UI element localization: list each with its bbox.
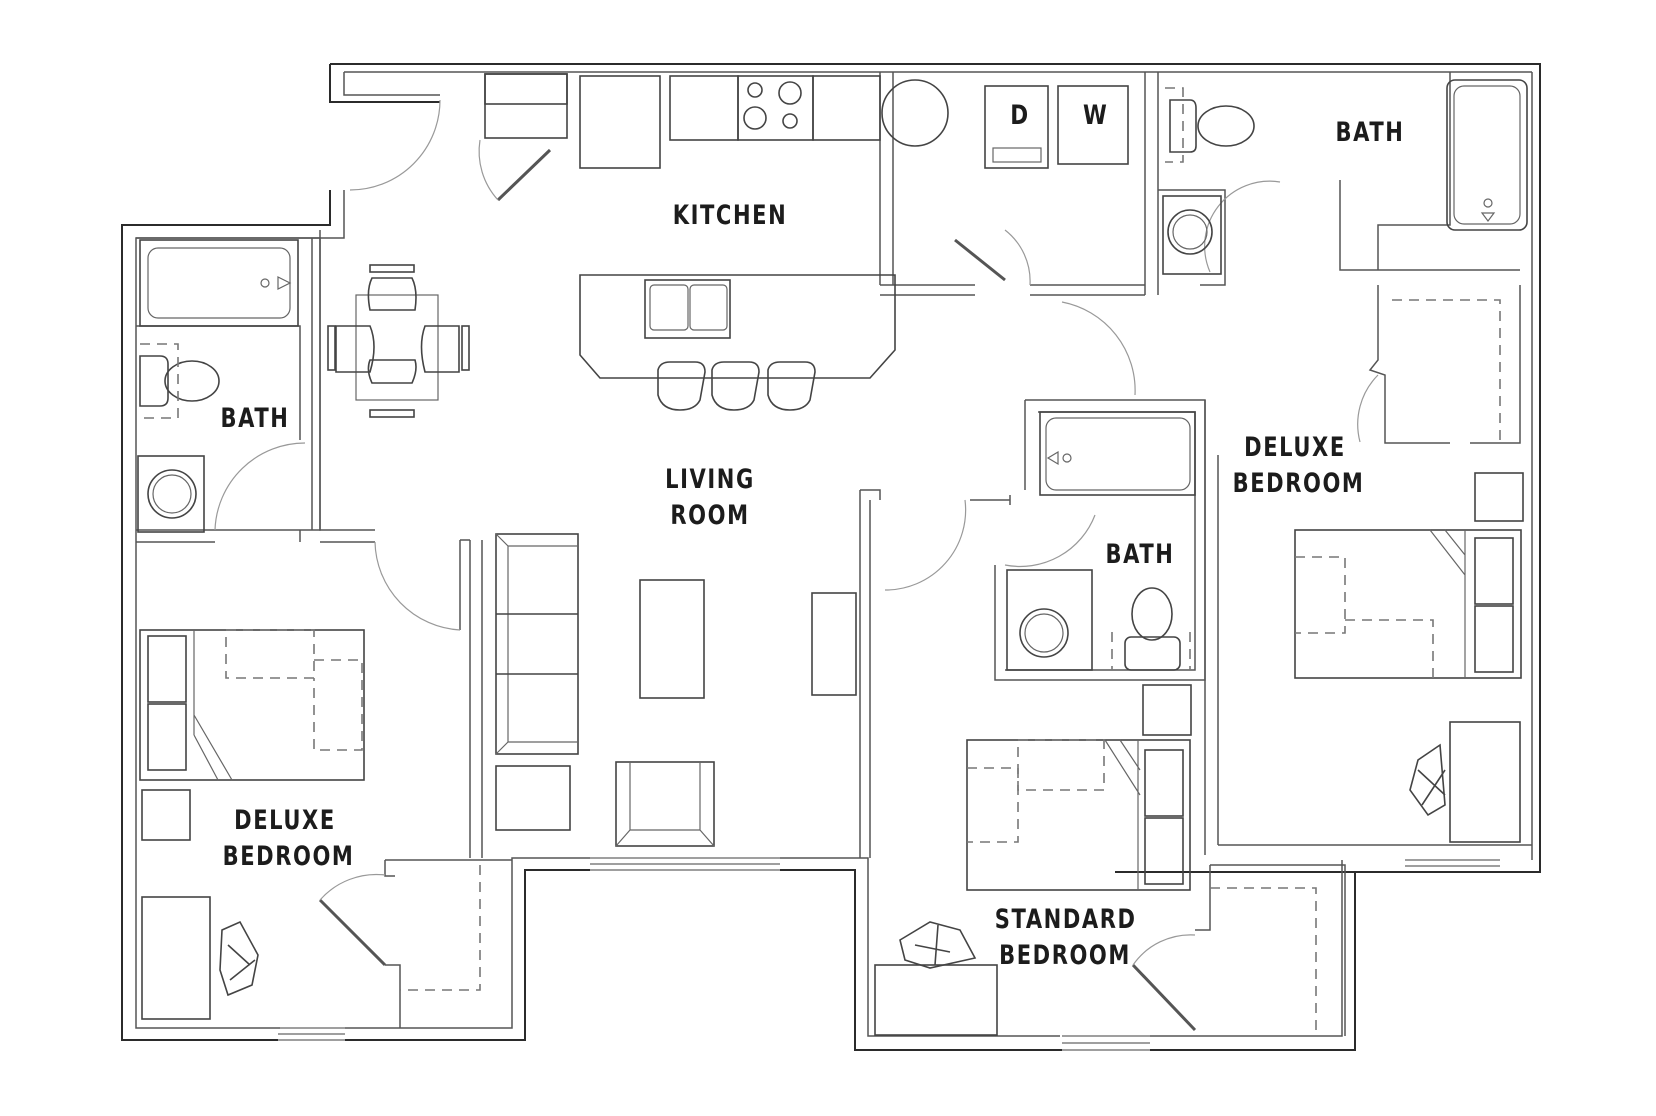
room-label-standard-bedroom: STANDARD BEDROOM xyxy=(995,902,1135,974)
deluxe-bedroom-left-furniture xyxy=(139,629,365,1020)
bath-top-right-label: BATH xyxy=(1335,117,1405,148)
standard-line1: STANDARD xyxy=(994,904,1137,935)
desk xyxy=(141,896,211,1020)
nightstand xyxy=(1474,472,1524,522)
room-label-bath-top-right: BATH xyxy=(1331,115,1409,151)
water-heater xyxy=(881,79,949,147)
sofa xyxy=(495,533,579,755)
bath-left-label: BATH xyxy=(220,403,290,434)
tv-stand xyxy=(811,592,857,696)
deluxe-left-line1: DELUXE xyxy=(234,805,336,836)
room-label-kitchen: KITCHEN xyxy=(672,198,789,234)
desk xyxy=(1449,721,1521,843)
nightstand xyxy=(1142,684,1192,736)
kitchen-label: KITCHEN xyxy=(672,200,788,231)
kitchen-sink xyxy=(644,279,731,339)
nightstand xyxy=(141,789,191,841)
living-room-line1: LIVING xyxy=(665,464,755,495)
coffee-table xyxy=(639,579,705,699)
entry-door xyxy=(349,99,441,191)
room-label-deluxe-bedroom-left: DELUXE BEDROOM xyxy=(222,803,355,875)
deluxe-left-line2: BEDROOM xyxy=(222,841,355,872)
standard-bedroom-furniture xyxy=(874,684,1192,1036)
bath-top-right-fixtures xyxy=(1162,79,1528,275)
bed xyxy=(966,739,1191,891)
bath-left-fixtures xyxy=(137,239,299,533)
room-label-deluxe-bedroom-right: DELUXE BEDROOM xyxy=(1232,430,1365,502)
bath-center-fixtures xyxy=(1006,411,1196,671)
interior-walls xyxy=(136,72,1532,1036)
deluxe-right-line2: BEDROOM xyxy=(1232,468,1365,499)
standard-line2: BEDROOM xyxy=(999,940,1131,971)
washer xyxy=(1057,85,1129,165)
end-table xyxy=(495,765,571,831)
exterior-walls xyxy=(121,63,1541,1051)
armchair xyxy=(615,761,715,847)
laundry-fixtures xyxy=(881,79,1129,169)
deluxe-right-line1: DELUXE xyxy=(1244,432,1346,463)
interior-doors xyxy=(214,139,1379,1032)
room-label-bath-center: BATH xyxy=(1101,537,1179,573)
dryer-label: D xyxy=(1010,100,1029,131)
dryer xyxy=(984,85,1049,169)
living-room-line2: ROOM xyxy=(670,500,750,531)
bath-center-label: BATH xyxy=(1105,539,1175,570)
bed xyxy=(1294,529,1522,679)
dining-table-set xyxy=(327,264,470,418)
washer-label: W xyxy=(1082,100,1107,131)
room-label-living-room: LIVING ROOM xyxy=(655,462,764,534)
deluxe-bedroom-right-furniture xyxy=(1294,472,1524,843)
desk xyxy=(874,964,998,1036)
living-room-furniture xyxy=(495,533,857,847)
room-label-bath-left: BATH xyxy=(216,401,294,437)
kitchen-fixtures xyxy=(484,73,896,411)
bed xyxy=(139,629,365,781)
